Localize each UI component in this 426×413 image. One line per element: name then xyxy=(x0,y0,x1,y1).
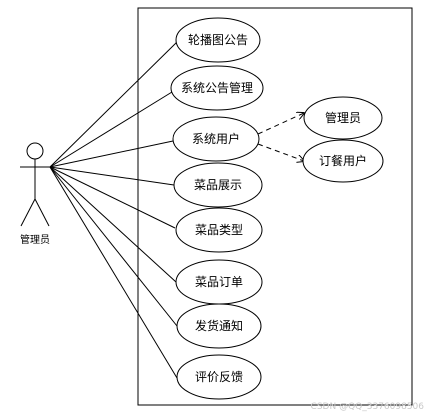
actor-left-leg xyxy=(20,198,36,227)
use-case-uc3: 系统用户 xyxy=(172,116,260,162)
use-case-uc6: 菜品订单 xyxy=(175,259,263,305)
use-case-label: 系统用户 xyxy=(192,131,240,146)
actor-stick-figure xyxy=(20,142,50,227)
use-case-label: 发货通知 xyxy=(195,318,243,333)
association-line-uc1 xyxy=(49,41,178,168)
arrow-to-sub2 xyxy=(257,143,304,161)
dashed-arrows xyxy=(257,113,304,161)
association-line-uc3 xyxy=(49,140,174,168)
use-case-label: 系统公告管理 xyxy=(181,80,253,95)
use-case-uc2: 系统公告管理 xyxy=(170,65,264,111)
use-case-label: 菜品类型 xyxy=(195,223,243,237)
use-case-uc1: 轮播图公告 xyxy=(175,17,261,63)
use-case-uc7: 发货通知 xyxy=(176,303,262,349)
system-boundary xyxy=(137,7,413,406)
use-case-label: 评价反馈 xyxy=(195,370,243,384)
association-line-uc4 xyxy=(49,166,175,186)
sub-use-case-sub1: 管理员 xyxy=(303,96,383,140)
use-case-label: 菜品展示 xyxy=(194,178,242,192)
watermark-text: CSDN @QQ_3376098506 xyxy=(311,402,425,412)
sub-use-case-label: 订餐用户 xyxy=(319,153,367,168)
use-case-label: 菜品订单 xyxy=(195,275,243,289)
arrow-to-sub1 xyxy=(257,113,304,135)
association-lines xyxy=(49,41,178,379)
actor-label: 管理员 xyxy=(20,233,50,246)
sub-use-case-label: 管理员 xyxy=(325,110,361,125)
association-line-uc2 xyxy=(49,91,173,168)
association-line-uc6 xyxy=(49,166,177,283)
association-line-uc7 xyxy=(49,166,178,327)
association-line-uc8 xyxy=(49,166,178,379)
use-case-label: 轮播图公告 xyxy=(188,33,248,47)
association-line-uc5 xyxy=(49,166,176,229)
use-case-uc8: 评价反馈 xyxy=(176,354,262,400)
actor-head xyxy=(26,142,44,160)
sub-use-case-sub2: 订餐用户 xyxy=(302,139,384,183)
actor-right-leg xyxy=(34,198,50,227)
use-case-uc4: 菜品展示 xyxy=(173,162,263,208)
use-case-uc5: 菜品类型 xyxy=(175,207,263,253)
